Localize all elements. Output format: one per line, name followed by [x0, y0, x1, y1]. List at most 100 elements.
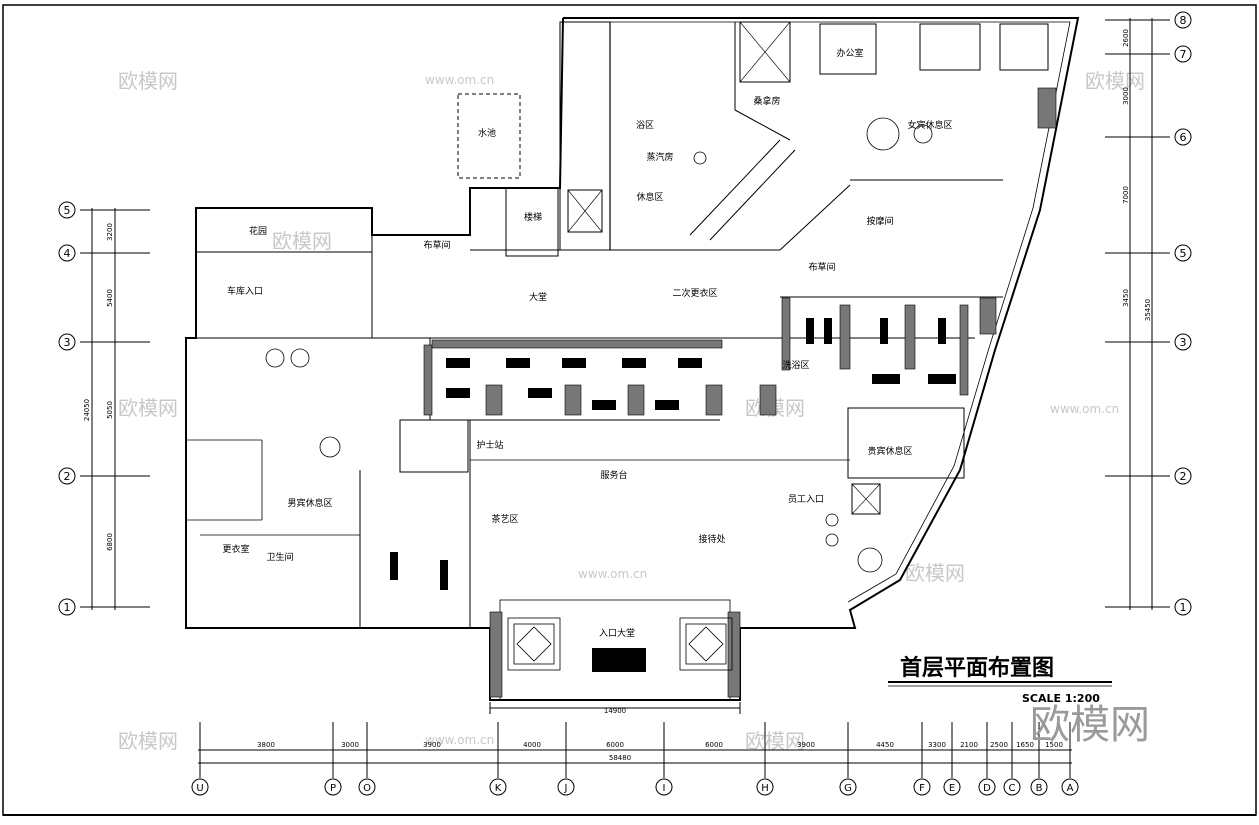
dimension-value: 6800 — [106, 533, 114, 551]
grid-label: 6 — [1180, 131, 1187, 144]
watermark-url: www.om.cn — [425, 733, 494, 747]
grid-label: I — [663, 783, 666, 794]
dimension-value: 2600 — [1122, 29, 1130, 47]
room-label-office: 办公室 — [836, 47, 863, 59]
dimension-value: 7000 — [1122, 186, 1130, 204]
drawing-title: 首层平面布置图 — [900, 655, 1054, 681]
dimension-value: 4450 — [876, 741, 894, 749]
room-label-stairs: 楼梯 — [524, 211, 542, 223]
room-label-reception: 接待处 — [698, 533, 725, 545]
watermark-url: www.om.cn — [1050, 402, 1119, 416]
room-label-garden: 花园 — [249, 225, 267, 237]
room-label-rest: 休息区 — [636, 191, 663, 203]
dimension-value: 5050 — [106, 401, 114, 419]
grid-label: K — [495, 783, 502, 794]
room-label-linen: 布草间 — [423, 239, 450, 251]
grid-label: A — [1067, 783, 1074, 794]
dimension-value: 2100 — [960, 741, 978, 749]
grid-label: 3 — [1180, 336, 1187, 349]
dimension-value: 3450 — [1122, 289, 1130, 307]
round-tables — [265, 117, 933, 573]
dimension-value: 3900 — [797, 741, 815, 749]
room-label-service: 服务台 — [600, 469, 627, 481]
room-label-male: 男宾休息区 — [287, 497, 332, 509]
dimension-total: 58480 — [609, 754, 631, 762]
room-label-wash: 洗浴区 — [782, 359, 809, 371]
room-label-nurse: 护士站 — [476, 439, 503, 451]
left-dimension-system — [80, 208, 150, 610]
watermark-text: 欧模网 — [118, 396, 178, 420]
dimension-value: 1650 — [1016, 741, 1034, 749]
grid-label: 2 — [1180, 470, 1187, 483]
watermark-text: 欧模网 — [272, 229, 332, 253]
room-label-hall: 大堂 — [529, 291, 547, 303]
watermark-text: 欧模网 — [118, 69, 178, 93]
watermark-text: 欧模网 — [905, 561, 965, 585]
room-label-vip: 贵宾休息区 — [867, 445, 912, 457]
dimension-total: 24050 — [83, 399, 91, 421]
watermark-text: 欧模网 — [745, 729, 805, 753]
dimension-value: 3000 — [1122, 87, 1130, 105]
grid-label: 5 — [64, 204, 71, 217]
grid-label: F — [919, 783, 925, 794]
bottom-grid-bubbles: U P O K J I H G F E D C B A — [191, 778, 1079, 796]
dimension-value: 1500 — [1045, 741, 1063, 749]
room-label-entrance-lobby: 入口大堂 — [599, 627, 635, 639]
right-dimension-system — [1105, 18, 1170, 610]
watermark-text: 欧模网 — [1085, 69, 1145, 93]
brand-logo-watermark: 欧模网 — [1030, 702, 1150, 748]
dimension-value: 5400 — [106, 289, 114, 307]
dimension-value: 14900 — [604, 707, 626, 715]
grid-label: 1 — [1180, 601, 1187, 614]
grid-label: 1 — [64, 601, 71, 614]
grid-label: 7 — [1180, 48, 1187, 61]
dimension-value: 6000 — [606, 741, 624, 749]
entrance-dimension: 14900 — [489, 702, 741, 715]
grid-label: E — [949, 783, 955, 794]
dimension-value: 6000 — [705, 741, 723, 749]
watermark-text: 欧模网 — [118, 729, 178, 753]
grid-label: D — [983, 783, 991, 794]
right-dimension-text: 2600 3000 7000 3450 35450 — [1122, 29, 1152, 321]
watermark-url: www.om.cn — [425, 73, 494, 87]
drawing-scale: SCALE 1:200 — [1022, 692, 1100, 705]
dimension-value: 3800 — [257, 741, 275, 749]
grid-label: 3 — [64, 336, 71, 349]
furniture-blocks — [390, 318, 956, 672]
room-label-toilet: 卫生间 — [266, 551, 293, 563]
grid-label: 2 — [64, 470, 71, 483]
room-label-sauna: 桑拿房 — [753, 95, 780, 107]
room-label-massage: 按摩间 — [866, 215, 893, 227]
left-dimension-text: 3200 5400 5050 6800 24050 — [83, 223, 114, 551]
room-label-linen2: 布草间 — [808, 261, 835, 273]
room-labels: 车库入口 花园 大堂 布草间 布草间 二次更衣区 入口大堂 贵宾休息区 男宾休息… — [222, 47, 952, 639]
grid-label: 5 — [1180, 247, 1187, 260]
room-label-garage: 车库入口 — [227, 285, 263, 297]
grid-label: G — [844, 783, 852, 794]
room-label-female: 女宾休息区 — [907, 119, 952, 131]
grid-label: B — [1036, 783, 1043, 794]
dimension-total: 35450 — [1144, 299, 1152, 321]
watermark-layer: 欧模网 欧模网 欧模网 欧模网 欧模网 欧模网 欧模网 欧模网 www.om.c… — [118, 69, 1145, 753]
left-grid-bubbles: 5 4 3 2 1 — [58, 201, 76, 616]
right-grid-bubbles: 8 7 6 5 3 2 1 — [1174, 11, 1192, 616]
dimension-value: 2500 — [990, 741, 1008, 749]
entrance-planters — [507, 617, 733, 671]
drawing-title-block: 首层平面布置图 SCALE 1:200 — [888, 655, 1112, 705]
room-label-second-changing: 二次更衣区 — [672, 287, 717, 299]
room-label-change: 更衣室 — [222, 543, 249, 555]
grid-label: C — [1009, 783, 1016, 794]
grid-label: U — [196, 783, 203, 794]
dimension-value: 4000 — [523, 741, 541, 749]
grid-label: H — [761, 783, 769, 794]
bottom-dimension-text: 3800 3000 3900 4000 6000 6000 3900 4450 … — [257, 741, 1063, 762]
hatched-walls — [423, 87, 1057, 698]
watermark-url: www.om.cn — [578, 567, 647, 581]
room-label-bath: 浴区 — [636, 120, 654, 131]
dimension-value: 3300 — [928, 741, 946, 749]
grid-label: J — [564, 783, 568, 794]
dimension-value: 3900 — [423, 741, 441, 749]
room-label-steam: 蒸汽房 — [646, 151, 673, 163]
grid-label: P — [330, 783, 336, 794]
